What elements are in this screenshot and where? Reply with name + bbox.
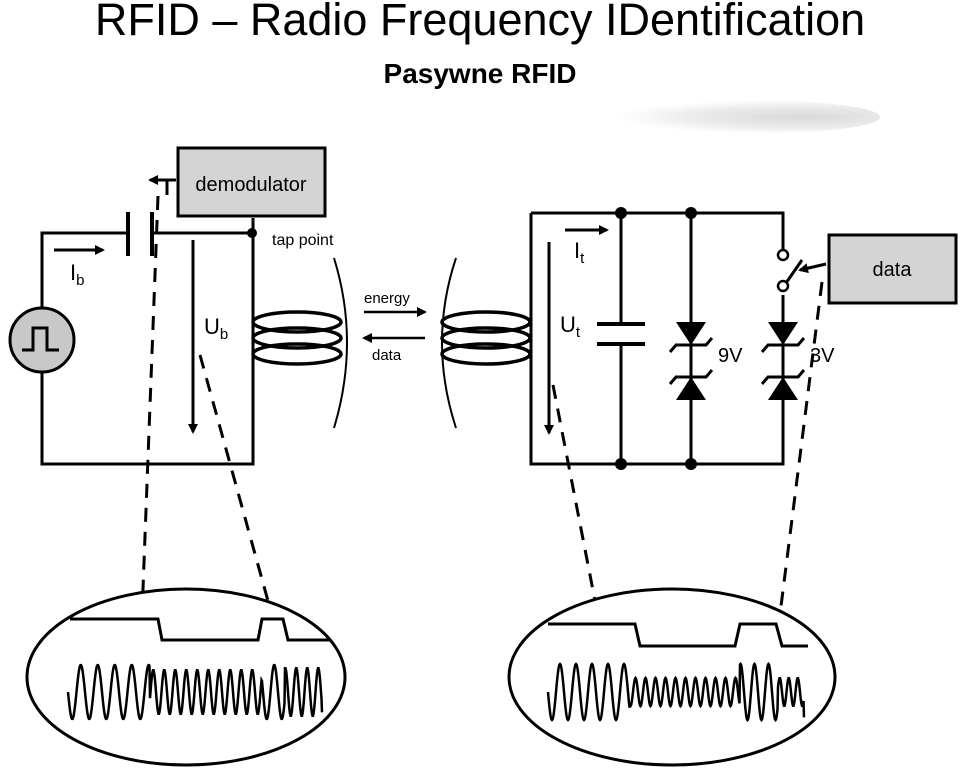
data-control-arrow: [798, 262, 827, 274]
zener-3v-diode: [760, 322, 806, 400]
tag-circuit: [529, 211, 785, 466]
tag-field-arc: [441, 257, 457, 429]
tag-data-box: [827, 233, 958, 305]
demodulator-box: [176, 146, 327, 218]
reader-waveform-inset: [25, 587, 347, 767]
tap-point-node: [247, 228, 257, 238]
tag-wire-outer: [529, 213, 785, 466]
reader-data-signal: [70, 617, 330, 642]
page-title: RFID – Radio Frequency IDentification: [94, 0, 866, 45]
tag-data-signal: [548, 622, 808, 648]
reader-field-arc: [333, 257, 348, 429]
data-link-label: data: [372, 347, 402, 364]
demodulator-label: demodulator: [195, 174, 307, 196]
decorative-swoosh: [620, 100, 880, 134]
zener-9v-label: 9V: [718, 345, 743, 367]
square-wave-icon: [22, 326, 59, 352]
zener-3v-label: 3V: [810, 345, 835, 367]
tag-nodes: [615, 207, 697, 470]
tag-carrier-waveform: [546, 661, 806, 723]
reader-antenna-coil: [251, 310, 343, 366]
signal-source: [8, 306, 76, 374]
tag-current-label: It: [574, 238, 585, 267]
modulation-switch: [776, 248, 804, 293]
tag-data-label: data: [873, 259, 913, 281]
tap-point-label: tap point: [272, 232, 334, 249]
tag-wire-top: [531, 211, 785, 255]
tag-antenna-coil: [440, 310, 532, 366]
reader-voltage-label: Ub: [204, 314, 228, 343]
reader-carrier-waveform: [66, 663, 324, 721]
projection-lines: [140, 195, 824, 653]
tag-voltage-label: Ut: [560, 312, 581, 341]
reader-current-label: Ib: [70, 260, 84, 289]
tag-waveform-inset: [507, 587, 837, 767]
energy-label: energy: [364, 290, 410, 307]
page-subtitle: Pasywne RFID: [383, 58, 577, 89]
zener-9v-diode: [668, 322, 714, 400]
